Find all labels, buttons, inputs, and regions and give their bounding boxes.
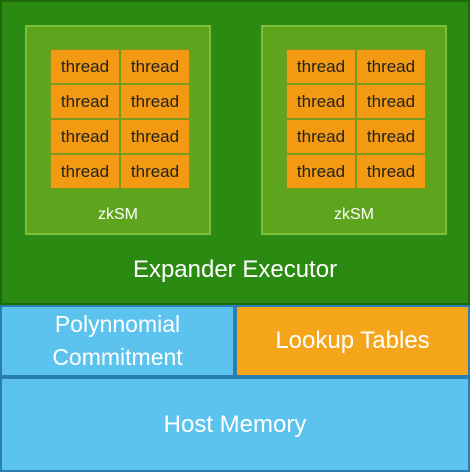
thread-cell: thread	[286, 49, 356, 84]
thread-cell: thread	[286, 119, 356, 154]
zksm-unit-left: thread thread thread thread thread threa…	[25, 25, 211, 235]
host-memory-label: Host Memory	[163, 410, 307, 438]
lookup-tables-block: Lookup Tables	[235, 305, 470, 377]
thread-cell: thread	[120, 154, 190, 189]
thread-cell: thread	[50, 119, 120, 154]
thread-cell: thread	[356, 154, 426, 189]
polynomial-commitment-line1: Polynnomial	[54, 311, 181, 337]
thread-cell: thread	[120, 119, 190, 154]
thread-cell: thread	[120, 49, 190, 84]
thread-cell: thread	[356, 119, 426, 154]
thread-cell: thread	[50, 49, 120, 84]
thread-cell: thread	[286, 84, 356, 119]
thread-cell: thread	[356, 84, 426, 119]
polynomial-commitment-block: Polynnomial Commitment	[0, 305, 235, 377]
thread-grid: thread thread thread thread thread threa…	[50, 49, 192, 189]
thread-cell: thread	[286, 154, 356, 189]
zksm-unit-right: thread thread thread thread thread threa…	[261, 25, 447, 235]
zksm-label: zkSM	[334, 206, 374, 223]
lookup-tables-label: Lookup Tables	[275, 327, 430, 354]
expander-executor-label: Expander Executor	[132, 256, 338, 283]
thread-cell: thread	[356, 49, 426, 84]
thread-grid: thread thread thread thread thread threa…	[286, 49, 428, 189]
zksm-label: zkSM	[98, 206, 138, 223]
host-memory-block: Host Memory	[0, 377, 470, 472]
polynomial-commitment-line2: Commitment	[52, 344, 183, 370]
thread-cell: thread	[50, 154, 120, 189]
thread-cell: thread	[120, 84, 190, 119]
thread-cell: thread	[50, 84, 120, 119]
